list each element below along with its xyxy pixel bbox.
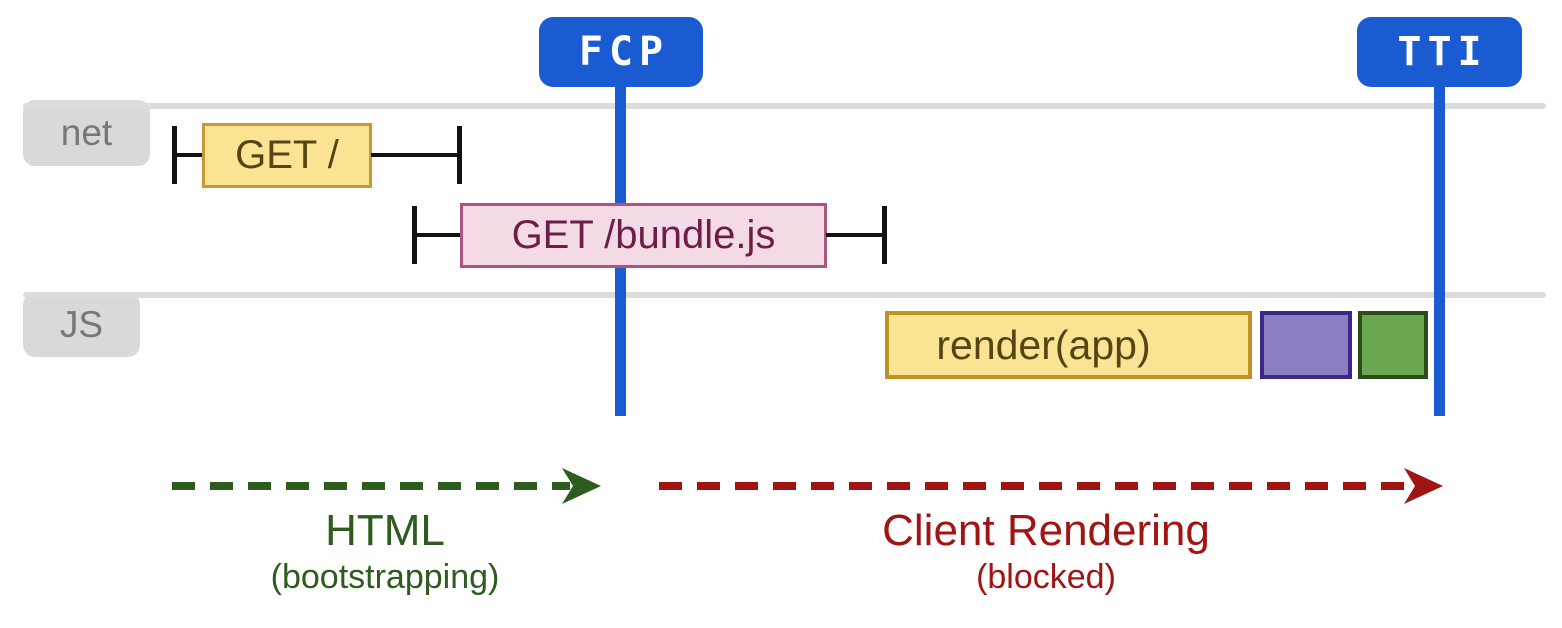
client-phase-arrowhead-icon <box>1404 468 1443 504</box>
lane-tab-net: net <box>23 100 150 166</box>
lane-rail-net <box>23 103 1546 109</box>
get-root-right-connector <box>371 153 459 157</box>
get-root-start-whisker <box>172 126 177 184</box>
lane-rail-js <box>23 292 1546 298</box>
get-bundle-right-connector <box>826 233 884 237</box>
fcp-badge-label: FCP <box>578 29 670 75</box>
js-task-purple-box <box>1260 311 1352 379</box>
get-root-left-connector <box>175 153 203 157</box>
get-bundle-start-whisker <box>412 206 417 264</box>
tti-badge: TTI <box>1357 17 1522 87</box>
html-phase-title: HTML <box>325 506 445 555</box>
get-root-end-whisker <box>457 126 462 184</box>
lane-js-label: JS <box>59 304 104 345</box>
request-box-get-root: GET / <box>202 123 372 188</box>
client-phase-title: Client Rendering <box>882 506 1210 555</box>
get-bundle-left-connector <box>415 233 461 237</box>
js-task-render-box: render(app) <box>885 311 1252 379</box>
html-phase-subtitle: (bootstrapping) <box>270 558 500 596</box>
client-phase-subtitle: (blocked) <box>976 558 1116 596</box>
render-label: render(app) <box>936 321 1151 368</box>
get-root-label: GET / <box>235 133 339 177</box>
get-bundle-label: GET /bundle.js <box>511 213 776 257</box>
html-phase-arrowhead-icon <box>562 468 601 504</box>
get-bundle-end-whisker <box>882 206 887 264</box>
tti-badge-label: TTI <box>1397 29 1488 75</box>
js-task-green-box <box>1358 311 1428 379</box>
lane-net-label: net <box>60 112 113 153</box>
request-box-get-bundle: GET /bundle.js <box>460 203 827 268</box>
lane-tab-js: JS <box>23 293 140 357</box>
tti-marker-line <box>1434 85 1445 416</box>
fcp-badge: FCP <box>539 17 703 87</box>
